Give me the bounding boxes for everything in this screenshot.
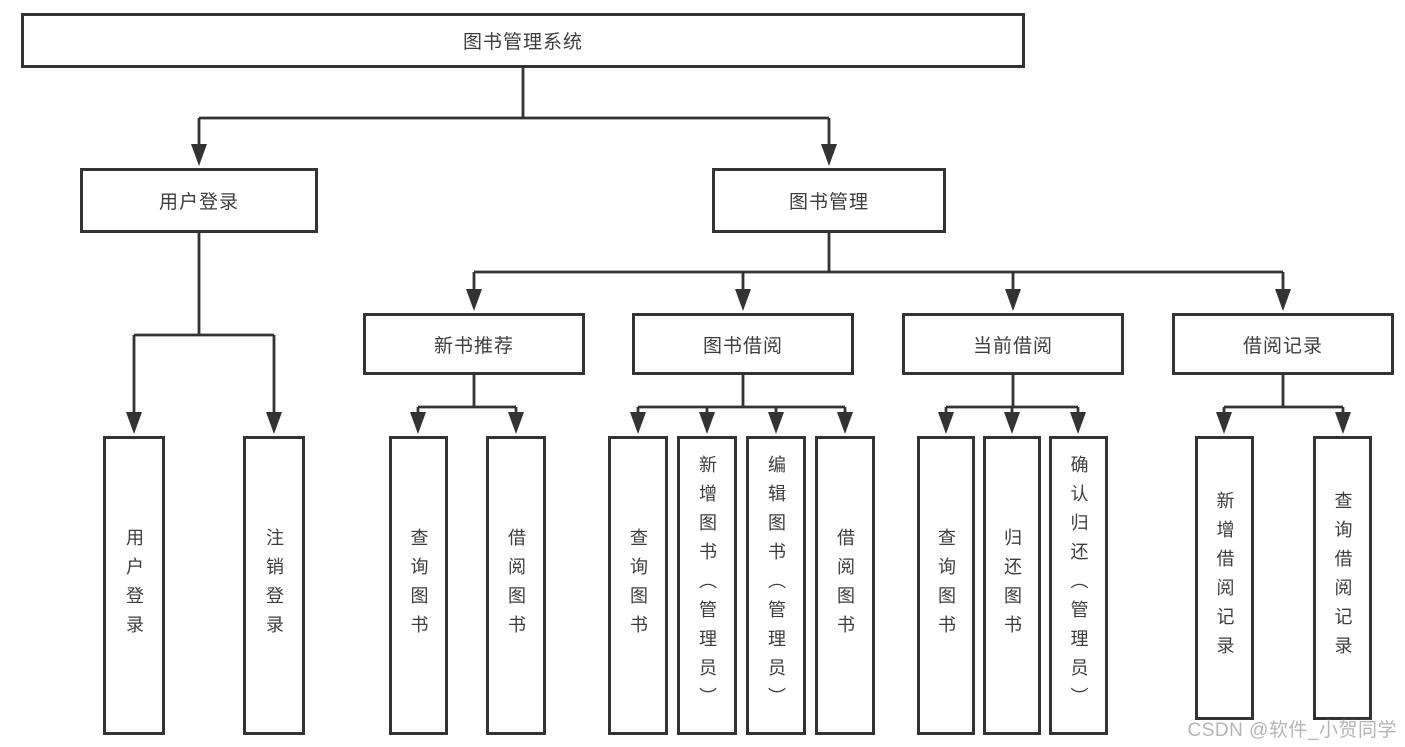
node-borrowing-records: 借阅记录: [1172, 313, 1394, 375]
leaf-borrowing-add-books-admin-label: 新增图书（管理员）: [697, 455, 717, 716]
node-current-borrowing: 当前借阅: [902, 313, 1124, 375]
leaf-records-add-record-label: 新增借阅记录: [1214, 491, 1235, 665]
node-borrowing-records-label: 借阅记录: [1242, 335, 1323, 357]
leaf-user-login: 用户登录: [103, 436, 165, 735]
leaf-borrowing-edit-books-admin-label: 编辑图书（管理员）: [766, 455, 786, 716]
node-book-borrowing: 图书借阅: [632, 313, 854, 375]
leaf-logout: 注销登录: [243, 436, 305, 735]
leaf-records-query-record: 查询借阅记录: [1313, 436, 1372, 720]
node-book-management: 图书管理: [712, 168, 946, 233]
leaf-newbook-query-books-label: 查询图书: [408, 527, 429, 644]
leaf-current-confirm-return-admin: 确认归还（管理员）: [1049, 436, 1108, 735]
node-new-book-recommend-label: 新书推荐: [433, 335, 514, 357]
leaf-borrowing-query-books: 查询图书: [608, 436, 668, 735]
leaf-borrowing-borrow-books-label: 借阅图书: [835, 527, 855, 644]
leaf-current-return-books: 归还图书: [983, 436, 1041, 735]
node-root-label: 图书管理系统: [462, 32, 583, 53]
leaf-logout-label: 注销登录: [264, 527, 284, 644]
node-user-login: 用户登录: [80, 168, 318, 233]
node-book-management-label: 图书管理: [788, 192, 869, 213]
leaf-records-add-record: 新增借阅记录: [1195, 436, 1254, 720]
connector-lines: [132, 68, 1345, 414]
leaf-borrowing-borrow-books: 借阅图书: [815, 436, 875, 735]
leaf-borrowing-add-books-admin: 新增图书（管理员）: [677, 436, 737, 735]
leaf-borrowing-edit-books-admin: 编辑图书（管理员）: [746, 436, 806, 735]
leaf-current-return-books-label: 归还图书: [1002, 527, 1022, 644]
leaf-current-query-books-label: 查询图书: [936, 527, 956, 644]
csdn-watermark: CSDN @软件_小贺同学: [1187, 720, 1397, 741]
leaf-newbook-borrow-books-label: 借阅图书: [506, 527, 526, 644]
leaf-newbook-borrow-books: 借阅图书: [486, 436, 546, 735]
arrowhead-icons: [126, 144, 1351, 434]
node-current-borrowing-label: 当前借阅: [972, 335, 1053, 357]
leaf-newbook-query-books: 查询图书: [389, 436, 448, 735]
node-book-borrowing-label: 图书借阅: [702, 335, 783, 357]
node-new-book-recommend: 新书推荐: [363, 313, 585, 375]
leaf-current-query-books: 查询图书: [917, 436, 975, 735]
node-user-login-label: 用户登录: [158, 192, 239, 213]
leaf-user-login-label: 用户登录: [124, 527, 144, 644]
leaf-current-confirm-return-admin-label: 确认归还（管理员）: [1068, 455, 1089, 716]
leaf-borrowing-query-books-label: 查询图书: [628, 527, 648, 644]
leaf-records-query-record-label: 查询借阅记录: [1332, 491, 1353, 665]
node-root-library-system: 图书管理系统: [21, 13, 1025, 68]
